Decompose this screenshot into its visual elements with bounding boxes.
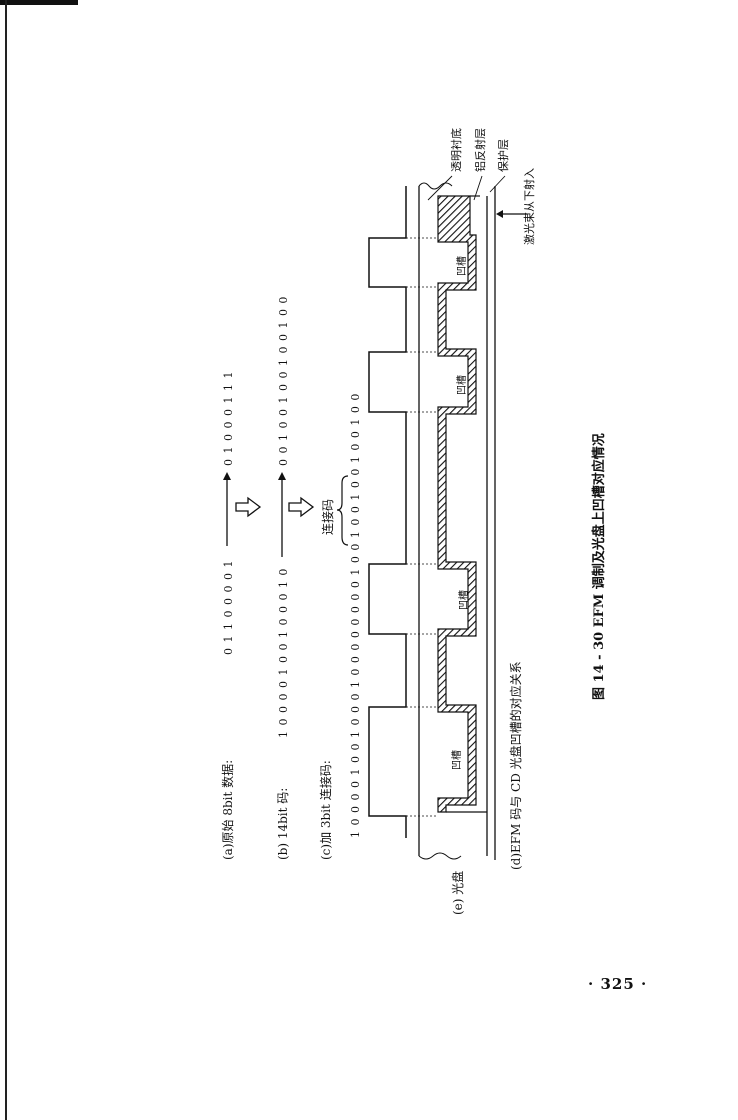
efm-waveform xyxy=(368,186,407,838)
layer-laser: 激光束从下射入 xyxy=(522,168,536,245)
disc-reflective-layer xyxy=(437,195,477,813)
callout-protect xyxy=(489,175,506,193)
disc-break-top xyxy=(418,182,453,190)
arrow-head-b xyxy=(278,472,286,480)
page-left-edge xyxy=(5,0,7,1120)
layer-protect: 保护层 xyxy=(496,139,510,172)
connector-brace xyxy=(336,475,349,546)
pit-label-2: 凹槽 xyxy=(457,590,470,610)
hollow-arrow-1 xyxy=(235,496,262,518)
callout-substrate xyxy=(427,175,453,201)
bits-a-left: 0 1 1 0 0 0 0 1 xyxy=(222,560,235,655)
label-d: (d)EFM 码与 CD 光盘凹槽的对应关系 xyxy=(508,661,523,870)
label-b: (b) 14bit 码: xyxy=(276,788,290,860)
callout-reflect xyxy=(473,175,483,201)
bits-b-right: 0 0 1 0 0 1 0 0 1 0 0 1 0 0 xyxy=(277,296,290,466)
layer-substrate: 透明衬底 xyxy=(449,128,463,172)
label-e: (e) 光盘 xyxy=(450,871,465,915)
label-c: (c)加 3bit 连接码: xyxy=(318,760,333,860)
pit-label-3: 凹槽 xyxy=(455,375,468,395)
top-bar xyxy=(0,0,78,5)
pit-label-4: 凹槽 xyxy=(455,256,468,276)
laser-arrow-head xyxy=(496,210,503,218)
bits-b-left: 1 0 0 0 0 1 0 0 1 0 0 0 1 0 xyxy=(277,568,290,738)
figure-caption: 图 14 - 30 EFM 调制及光盘上凹槽对应情况 xyxy=(591,433,607,700)
page-number: · 325 · xyxy=(588,975,648,993)
guide-lines xyxy=(406,237,436,817)
label-a: (a)原始 8bit 数据: xyxy=(220,760,235,860)
layer-reflect: 铝反射层 xyxy=(473,128,487,172)
bits-a-right: 0 1 0 0 0 1 1 1 xyxy=(222,371,235,466)
disc-break-bottom xyxy=(418,852,462,860)
pit-label-1: 凹槽 xyxy=(450,750,463,770)
bits-c-row: 1 0 0 0 0 1 0 0 1 0 0 0 1 0 0 0 0 0 0 0 … xyxy=(349,393,362,838)
arrow-head-a xyxy=(223,472,231,480)
connector-label: 连接码 xyxy=(320,499,335,535)
hollow-arrow-2 xyxy=(288,496,315,518)
